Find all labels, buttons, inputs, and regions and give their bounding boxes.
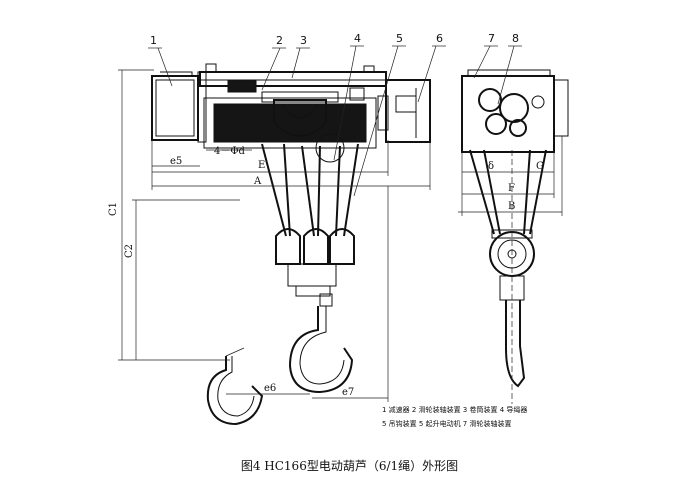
front-view <box>151 63 431 426</box>
dim-label-E: E <box>258 160 265 171</box>
figure-caption: 图4 HC166型电动葫芦（6/1绳）外形图 <box>240 459 459 473</box>
part-number-5: 5 <box>396 32 403 45</box>
lower-hook <box>206 347 264 426</box>
hook-block-sheaves <box>275 228 355 307</box>
parts-legend: 1 减速器 2 滑轮装轴装置 3 卷筒装置 4 导绳器 5 吊钩装置 5 起升电… <box>382 405 527 428</box>
dim-label-C1: C1 <box>108 202 119 216</box>
part-number-4: 4 <box>354 32 361 45</box>
part-number-labels: 1 2 3 4 5 6 7 8 <box>150 32 519 47</box>
leader-lines <box>148 45 522 197</box>
rope-drum <box>203 79 377 149</box>
side-view <box>461 69 569 404</box>
dim-label-e6: e6 <box>264 383 276 394</box>
part-number-2: 2 <box>276 34 283 47</box>
dim-label-C2: C2 <box>124 244 135 258</box>
dim-label-B: B <box>508 201 515 212</box>
gear-reducer <box>151 71 207 143</box>
dim-label-e7: e7 <box>342 387 354 398</box>
dim-label-bolt: 4－Φd <box>214 146 246 157</box>
part-number-7: 7 <box>488 32 495 45</box>
dim-label-e5: e5 <box>170 156 182 167</box>
dimension-labels: e5 4－Φd E A C1 C2 e6 e7 δ G F B <box>108 146 544 398</box>
main-hook <box>288 306 354 394</box>
guide-yoke <box>261 91 339 137</box>
part-number-1: 1 <box>150 34 157 47</box>
part-number-8: 8 <box>512 32 519 45</box>
part-number-3: 3 <box>300 34 307 47</box>
legend-line-1: 1 减速器 2 滑轮装轴装置 3 卷筒装置 4 导绳器 <box>382 405 527 414</box>
dim-label-A: A <box>253 176 262 187</box>
dim-label-F: F <box>508 183 515 194</box>
hoist-ropes <box>261 133 359 237</box>
dimension-lines <box>118 69 563 402</box>
part-number-6: 6 <box>436 32 443 45</box>
dim-label-delta: δ <box>488 161 494 172</box>
legend-line-2: 5 吊钩装置 5 起升电动机 7 滑轮装轴装置 <box>382 419 512 428</box>
dim-label-G: G <box>536 161 544 172</box>
